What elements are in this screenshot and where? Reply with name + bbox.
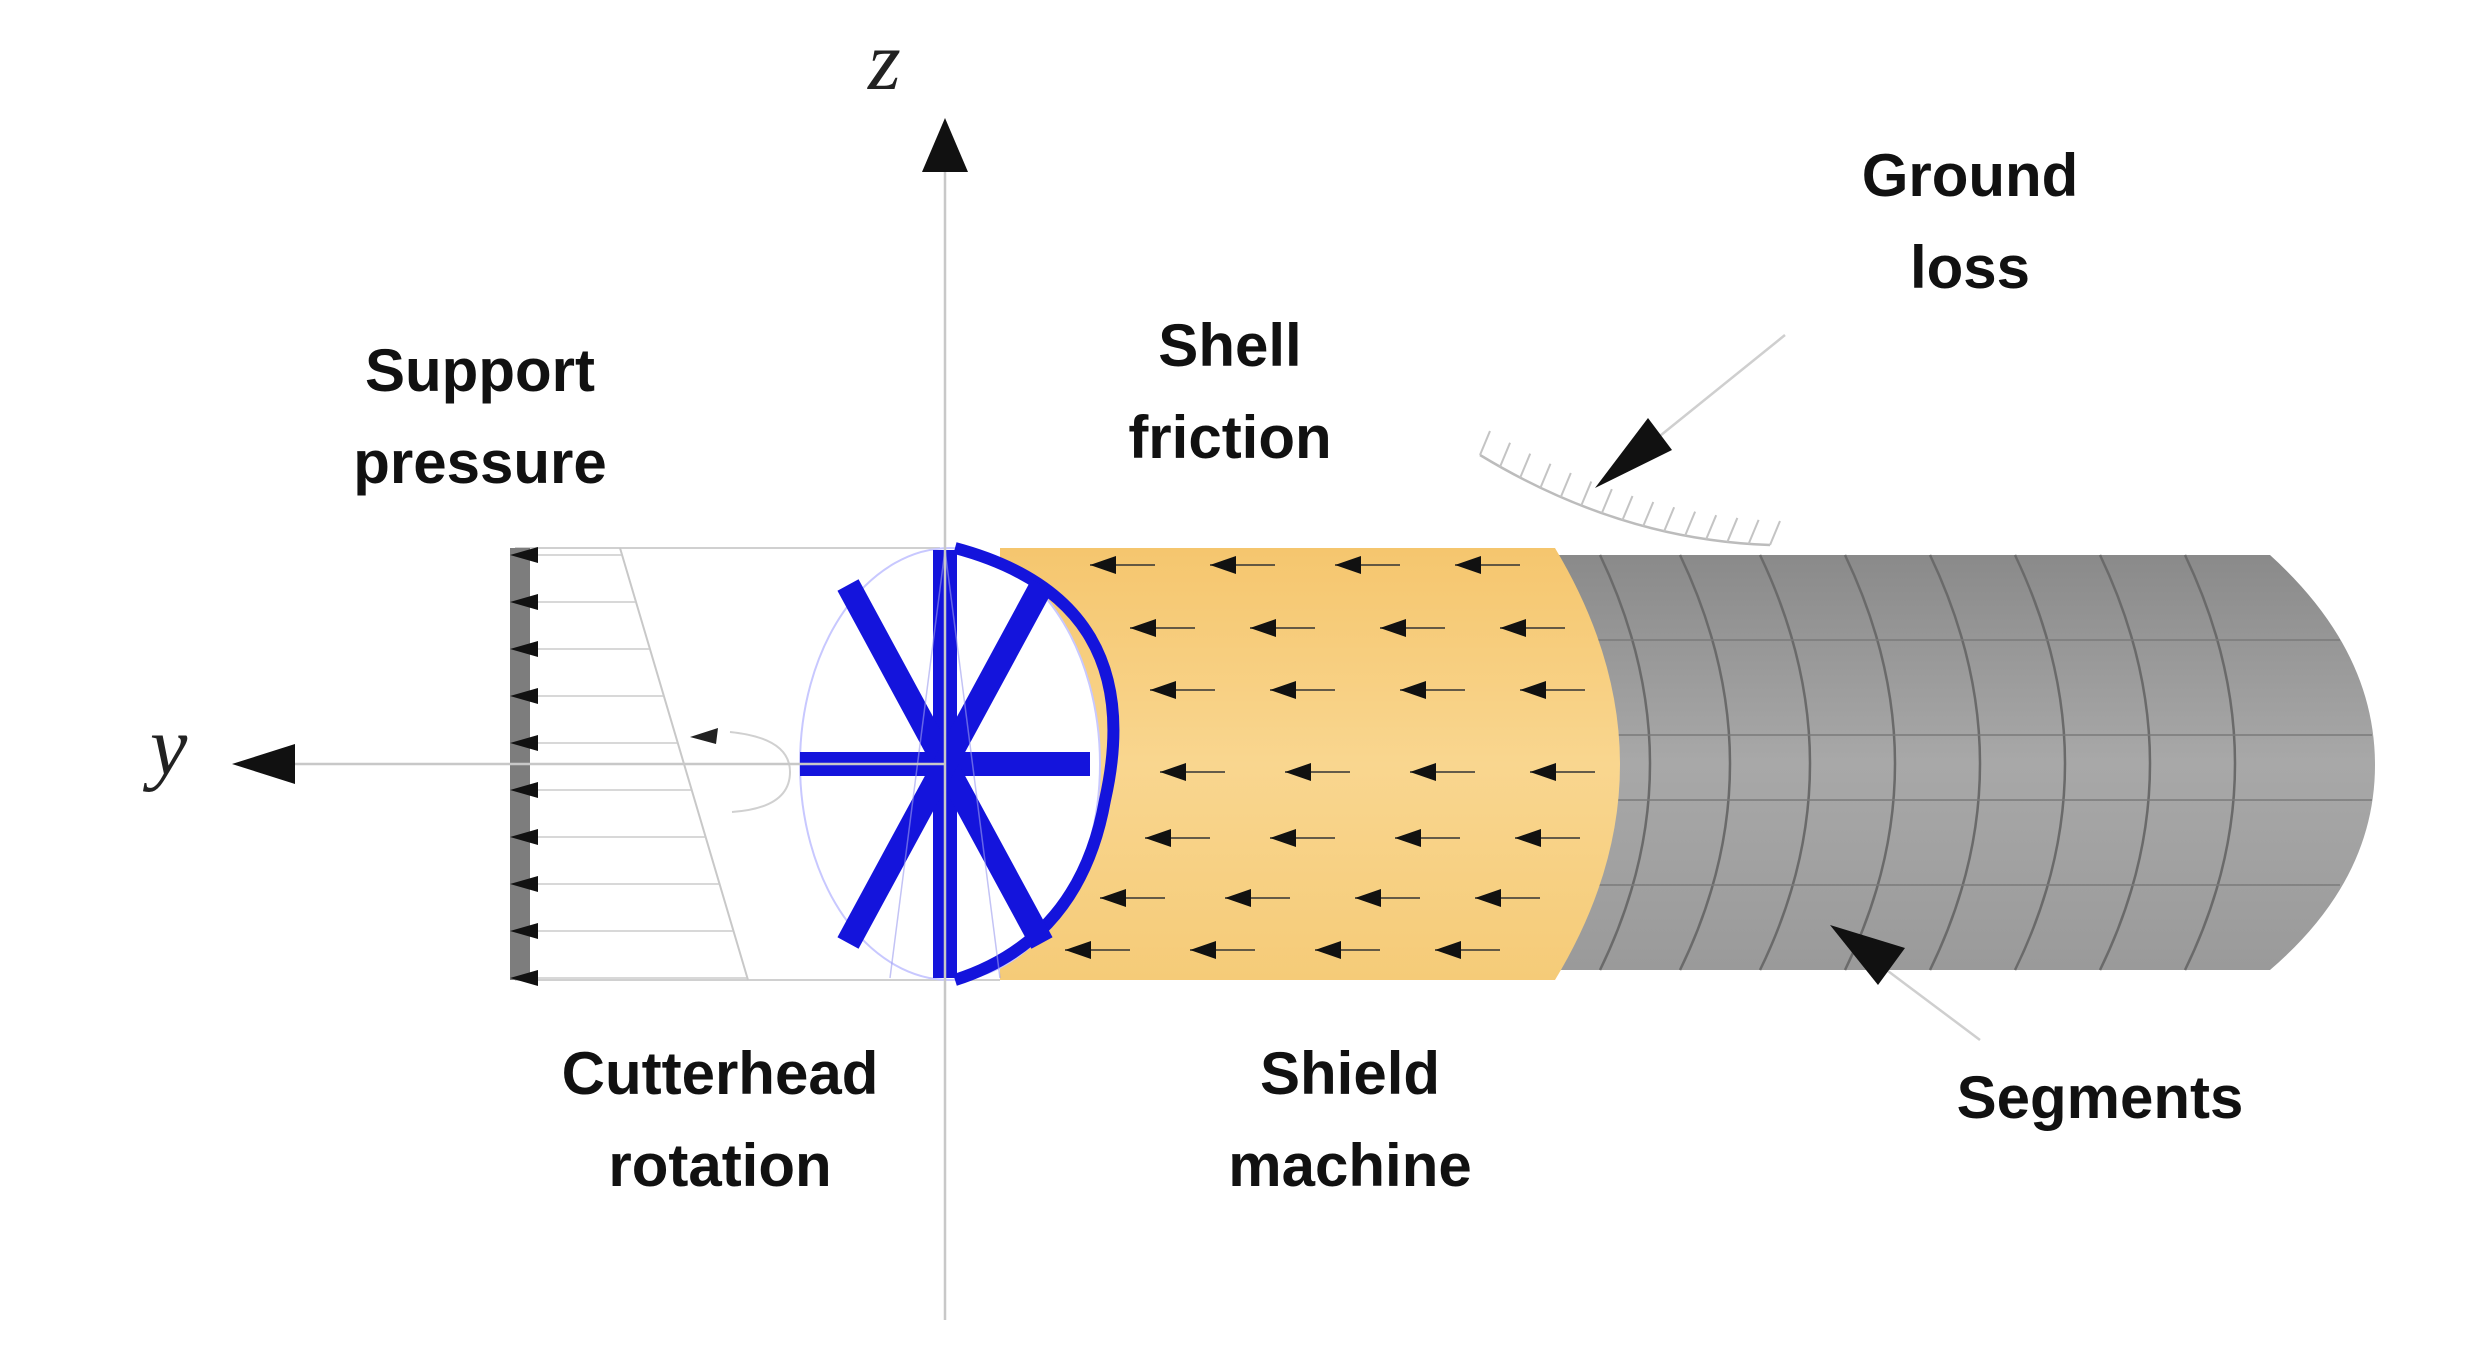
pressure-arrow bbox=[510, 594, 538, 610]
segment-joints bbox=[1560, 639, 2372, 886]
friction-arrow bbox=[1190, 941, 1216, 959]
y-axis-arrowhead bbox=[232, 744, 295, 784]
z-axis-label: z bbox=[868, 15, 901, 108]
shell-friction-label: Shell friction bbox=[1128, 312, 1332, 471]
pressure-arrow bbox=[510, 688, 538, 704]
friction-arrow bbox=[1160, 763, 1186, 781]
pressure-arrow bbox=[510, 970, 538, 986]
pressure-arrow bbox=[510, 829, 538, 845]
friction-arrow bbox=[1150, 681, 1176, 699]
friction-arrow bbox=[1410, 763, 1436, 781]
segments-lining bbox=[1540, 554, 2375, 971]
friction-arrow bbox=[1145, 829, 1171, 847]
pressure-arrow bbox=[510, 876, 538, 892]
cutterhead-rotation-arrow bbox=[690, 728, 792, 813]
friction-arrow bbox=[1380, 619, 1406, 637]
friction-arrow bbox=[1335, 556, 1361, 574]
friction-arrow bbox=[1090, 556, 1116, 574]
friction-arrow bbox=[1065, 941, 1091, 959]
shield-machine-label: Shield machine bbox=[1228, 1040, 1472, 1199]
segments-pointer bbox=[1830, 925, 1981, 1041]
pressure-arrow bbox=[510, 923, 538, 939]
friction-arrow bbox=[1315, 941, 1341, 959]
pressure-arrow bbox=[510, 641, 538, 657]
segment-rings bbox=[1598, 554, 2237, 971]
cutterhead-rotation-label: Cutterhead rotation bbox=[561, 1040, 879, 1199]
friction-arrow bbox=[1395, 829, 1421, 847]
friction-arrow bbox=[1210, 556, 1236, 574]
pressure-arrow bbox=[510, 782, 538, 798]
z-axis-arrowhead bbox=[922, 118, 968, 172]
friction-arrow bbox=[1250, 619, 1276, 637]
segments-label: Segments bbox=[1956, 1064, 2244, 1131]
friction-arrow bbox=[1435, 941, 1461, 959]
friction-arrow bbox=[1455, 556, 1481, 574]
friction-arrow bbox=[1515, 829, 1541, 847]
friction-arrow bbox=[1400, 681, 1426, 699]
friction-arrow bbox=[1285, 763, 1311, 781]
support-pressure-label: Support pressure bbox=[353, 337, 607, 496]
pressure-arrow bbox=[510, 547, 538, 563]
friction-arrow bbox=[1270, 681, 1296, 699]
friction-arrow bbox=[1270, 829, 1296, 847]
friction-arrow bbox=[1520, 681, 1546, 699]
shell-friction-arrows bbox=[1065, 556, 1595, 959]
friction-arrow bbox=[1225, 889, 1251, 907]
y-axis-label: y bbox=[150, 700, 188, 793]
friction-arrow bbox=[1100, 889, 1126, 907]
friction-arrow bbox=[1530, 763, 1556, 781]
friction-arrow bbox=[1130, 619, 1156, 637]
friction-arrow bbox=[1355, 889, 1381, 907]
friction-arrow bbox=[1500, 619, 1526, 637]
coordinate-axes bbox=[232, 118, 968, 1320]
ground-loss-label: Ground loss bbox=[1861, 142, 2079, 301]
ground-loss-indicator bbox=[1479, 334, 1786, 547]
friction-arrow bbox=[1475, 889, 1501, 907]
pressure-arrow bbox=[510, 735, 538, 751]
